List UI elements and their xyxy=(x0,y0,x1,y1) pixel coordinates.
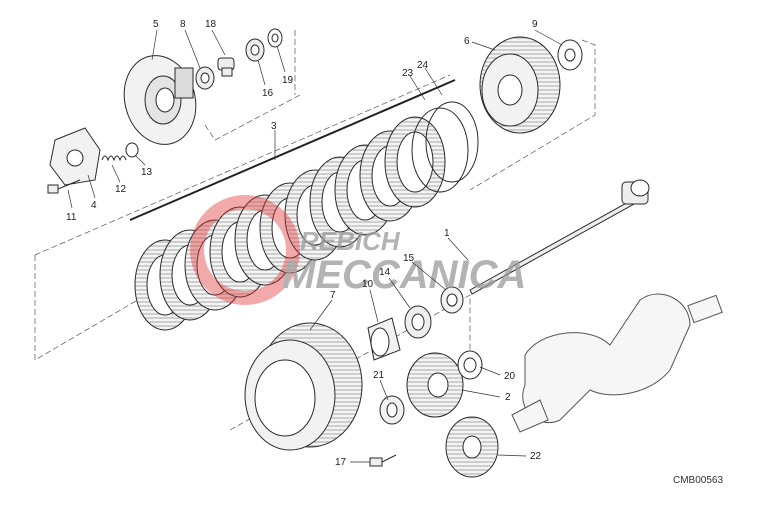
leader-lines xyxy=(67,29,563,463)
plate-pack-line xyxy=(129,79,456,221)
sleeve-10 xyxy=(367,317,401,361)
callout-3: 3 xyxy=(271,121,277,132)
bearing xyxy=(195,66,215,90)
watermark-line2: MECCANICA xyxy=(282,253,526,297)
callout-15: 15 xyxy=(403,253,415,264)
callout-16: 16 xyxy=(262,88,274,99)
bolt xyxy=(47,179,81,194)
clutch-hub xyxy=(479,36,561,134)
push-rod xyxy=(469,179,650,295)
washer-20 xyxy=(457,350,483,380)
callout-22: 22 xyxy=(530,451,542,462)
cover-plate xyxy=(49,127,101,186)
bearing-14 xyxy=(404,305,432,339)
callout-17: 17 xyxy=(335,457,347,468)
callout-4: 4 xyxy=(91,200,97,211)
callout-12: 12 xyxy=(115,184,127,195)
spring xyxy=(101,155,127,162)
clutch-basket xyxy=(244,322,363,451)
callout-5: 5 xyxy=(153,19,159,30)
callout-14: 14 xyxy=(379,267,391,278)
callout-20: 20 xyxy=(504,371,516,382)
callout-2: 2 xyxy=(505,392,511,403)
pressure-plate xyxy=(123,55,197,145)
spacer-pin xyxy=(217,57,235,77)
callout-18: 18 xyxy=(205,19,217,30)
callout-10: 10 xyxy=(362,279,374,290)
watermark-circle xyxy=(190,195,300,305)
callout-21: 21 xyxy=(373,370,385,381)
callout-23: 23 xyxy=(402,68,414,79)
gear-2 xyxy=(406,352,464,418)
callout-13: 13 xyxy=(141,167,153,178)
callout-7: 7 xyxy=(330,290,336,301)
thrust-washer xyxy=(557,39,583,71)
callout-9: 9 xyxy=(532,19,538,30)
drawing-code: CMB00563 xyxy=(673,475,723,486)
callout-8: 8 xyxy=(180,19,186,30)
bushing-21 xyxy=(379,395,405,425)
gear-22 xyxy=(445,416,499,478)
watermark-line1: REBICH xyxy=(300,226,401,256)
callout-1: 1 xyxy=(444,228,450,239)
callout-24: 24 xyxy=(417,60,429,71)
callout-labels: 5 8 18 9 6 19 16 24 23 3 4 12 13 11 7 10… xyxy=(66,19,542,468)
nut-washer-16 xyxy=(245,38,265,62)
watermark: REBICH MECCANICA xyxy=(190,195,526,305)
screw-17 xyxy=(369,454,397,467)
washer-13 xyxy=(125,142,139,158)
callout-11: 11 xyxy=(66,212,77,223)
clutch-plates xyxy=(134,101,479,331)
callout-19: 19 xyxy=(282,75,294,86)
callout-6: 6 xyxy=(464,36,470,47)
crankshaft xyxy=(511,293,723,433)
bushing-15 xyxy=(440,286,464,314)
washer-19 xyxy=(267,28,283,48)
